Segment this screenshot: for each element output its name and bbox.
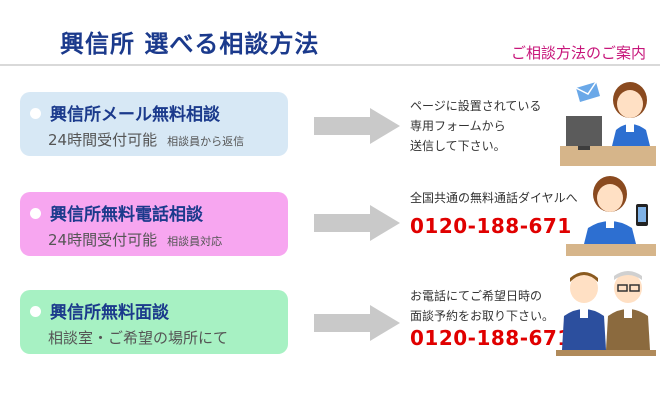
mail-instruction-line: 専用フォームから [410,119,506,133]
meeting-consultation-card[interactable]: 興信所無料面談 相談室・ご希望の場所にて [20,290,288,354]
phone-consultation-card[interactable]: 興信所無料電話相談 24時間受付可能相談員対応 [20,192,288,256]
meeting-instruction-line: 面談予約をお取り下さい。 [410,309,555,323]
consultation-men-icon [556,271,656,356]
mail-instruction-line: ページに設置されている [410,99,542,113]
meeting-consultation-title: 興信所無料面談 [50,303,169,323]
bullet-dot [30,208,41,219]
mail-consultation-hours: 24時間受付可能相談員から返信 [48,129,244,150]
meeting-instruction-line: お電話にてご希望日時の [410,289,543,303]
woman-with-phone-icon [566,176,656,256]
phone-hours-text: 24時間受付可能 [48,231,158,249]
bullet-dot [30,108,41,119]
bullet-dot [30,306,41,317]
page-subtitle: ご相談方法のご案内 [510,44,646,62]
mail-instructions: ページに設置されている 専用フォームから 送信して下さい。 [410,96,541,156]
phone-instructions: 全国共通の無料通話ダイヤルへ [410,191,578,205]
phone-consultation-hours: 24時間受付可能相談員対応 [48,229,222,250]
mail-consultation-note: 相談員から返信 [167,135,245,148]
phone-consultation-note: 相談員対応 [167,235,223,248]
mail-consultation-card[interactable]: 興信所メール無料相談 24時間受付可能相談員から返信 [20,92,288,156]
meeting-instructions: お電話にてご希望日時の 面談予約をお取り下さい。 [410,286,554,326]
woman-at-computer-icon [560,81,656,166]
arrow-right-icon [314,108,400,144]
mail-consultation-title: 興信所メール無料相談 [50,105,220,125]
arrow-right-icon [314,205,400,241]
mail-instruction-line: 送信して下さい。 [410,139,506,153]
meeting-phone-number-link[interactable]: 0120-188-671 [410,326,572,350]
arrow-right-icon [314,305,400,341]
mail-hours-text: 24時間受付可能 [48,131,158,149]
page-title: 興信所 選べる相談方法 [60,30,320,58]
header-divider [0,64,660,66]
phone-consultation-title: 興信所無料電話相談 [50,205,203,225]
meeting-consultation-place: 相談室・ご希望の場所にて [48,329,229,347]
phone-number-link[interactable]: 0120-188-671 [410,214,572,238]
